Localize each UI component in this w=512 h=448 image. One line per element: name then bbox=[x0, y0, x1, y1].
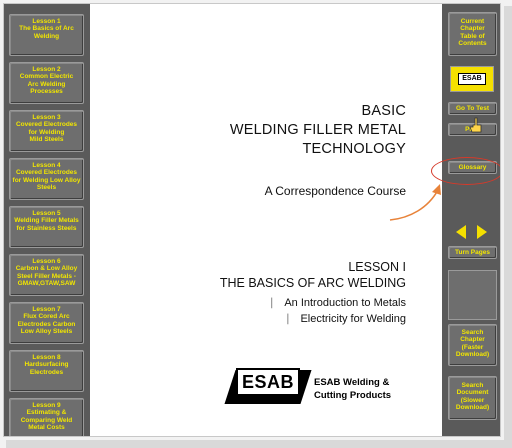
topic-item: ▏ An Introduction to Metals bbox=[204, 295, 406, 311]
blank-button[interactable] bbox=[448, 270, 497, 320]
lesson-2-line: Common Electric bbox=[19, 73, 74, 81]
lesson-heading-line: THE BASICS OF ARC WELDING bbox=[219, 276, 406, 290]
esab-logo-small-text: ESAB bbox=[458, 73, 486, 85]
search-chapter-line: Download) bbox=[455, 351, 490, 359]
lesson-6-line: Steel Filler Metals - bbox=[17, 272, 76, 280]
search-chapter-line: Chapter bbox=[460, 336, 485, 344]
page-arrows bbox=[448, 220, 497, 244]
toc-line: Table of bbox=[460, 32, 485, 40]
course-subtitle: A Correspondence Course bbox=[264, 184, 406, 198]
esab-logo-text: ESAB bbox=[236, 368, 300, 396]
esab-logo-button[interactable]: ESAB bbox=[450, 66, 494, 92]
go-to-test-button[interactable]: Go To Test bbox=[448, 102, 497, 115]
toc-line: Current bbox=[460, 18, 485, 25]
annotation-arrow-icon bbox=[389, 184, 441, 221]
lesson-5-button[interactable]: Lesson 5 Welding Filler Metals for Stain… bbox=[9, 206, 84, 248]
search-document-line: Document bbox=[456, 389, 489, 397]
lesson-7-line: Electrodes Carbon bbox=[17, 320, 76, 328]
topic-text: Electricity for Welding bbox=[300, 313, 406, 325]
lesson-7-line: Flux Cored Arc bbox=[23, 313, 70, 321]
company-name: ESAB Welding & Cutting Products bbox=[314, 376, 414, 402]
lesson-4-button[interactable]: Lesson 4 Covered Electrodes for Welding … bbox=[9, 158, 84, 200]
lesson-4-line: Lesson 4 bbox=[32, 162, 61, 169]
lesson-9-line: Comparing Weld bbox=[20, 416, 73, 424]
lesson-6-line: Carbon & Low Alloy bbox=[15, 265, 78, 273]
bullet-icon: ▏ bbox=[271, 298, 279, 308]
lesson-1-line: The Basics of Arc bbox=[19, 25, 74, 33]
course-title-line: WELDING FILLER METAL bbox=[229, 122, 406, 138]
lesson-2-line: Lesson 2 bbox=[32, 66, 61, 73]
topic-item: ▏ Electricity for Welding bbox=[204, 311, 406, 327]
app-window: Lesson 1 The Basics of Arc Welding Lesso… bbox=[3, 3, 501, 437]
bullet-icon: ▏ bbox=[287, 314, 295, 324]
course-title-line: TECHNOLOGY bbox=[302, 141, 406, 157]
lesson-1-button[interactable]: Lesson 1 The Basics of Arc Welding bbox=[9, 14, 84, 56]
course-title-line: BASIC bbox=[361, 103, 406, 119]
search-chapter-line: Search bbox=[461, 329, 484, 336]
search-document-line: Download) bbox=[455, 404, 490, 412]
lesson-9-line: Metal Costs bbox=[28, 424, 65, 432]
lesson-4-line: Steels bbox=[36, 184, 57, 192]
lesson-5-line: Lesson 5 bbox=[32, 210, 61, 217]
lesson-3-button[interactable]: Lesson 3 Covered Electrodes for Welding … bbox=[9, 110, 84, 152]
toc-line: Contents bbox=[458, 40, 487, 48]
table-of-contents-button[interactable]: Current Chapter Table of Contents bbox=[448, 12, 497, 56]
lesson-2-button[interactable]: Lesson 2 Common Electric Arc Welding Pro… bbox=[9, 62, 84, 104]
lesson-3-line: Lesson 3 bbox=[32, 114, 61, 121]
lesson-2-line: Processes bbox=[30, 88, 63, 96]
lesson-9-line: Lesson 9 bbox=[32, 402, 61, 409]
toc-line: Chapter bbox=[460, 25, 485, 33]
lesson-9-line: Estimating & bbox=[26, 409, 67, 417]
next-page-icon[interactable] bbox=[477, 225, 487, 239]
lesson-5-line: for Stainless Steels bbox=[16, 224, 77, 232]
lesson-6-line: Lesson 6 bbox=[32, 258, 61, 265]
turn-pages-label: Turn Pages bbox=[448, 246, 497, 259]
glossary-highlight-ring bbox=[431, 157, 500, 185]
lesson-3-line: Mild Steels bbox=[29, 136, 64, 144]
frame-shadow-right bbox=[504, 6, 512, 448]
search-chapter-line: (Faster bbox=[461, 343, 484, 351]
lesson-3-line: Covered Electrodes bbox=[15, 121, 78, 129]
lesson-8-line: Hardsurfacing bbox=[24, 361, 69, 369]
lesson-5-line: Welding Filler Metals bbox=[14, 217, 79, 225]
topic-text: An Introduction to Metals bbox=[284, 297, 406, 309]
lesson-8-line: Electrodes bbox=[29, 368, 64, 376]
lesson-8-line: Lesson 8 bbox=[32, 354, 61, 361]
course-title: BASIC WELDING FILLER METAL TECHNOLOGY bbox=[164, 102, 406, 159]
lesson-1-line: Lesson 1 bbox=[32, 18, 61, 25]
lesson-6-button[interactable]: Lesson 6 Carbon & Low Alloy Steel Filler… bbox=[9, 254, 84, 296]
previous-page-icon[interactable] bbox=[456, 225, 466, 239]
lesson-7-line: Lesson 7 bbox=[32, 306, 61, 313]
lesson-heading-line: LESSON I bbox=[348, 260, 406, 274]
search-document-line: (Slower bbox=[460, 396, 485, 404]
lesson-heading: LESSON I THE BASICS OF ARC WELDING bbox=[164, 259, 406, 291]
lesson-3-line: for Welding bbox=[28, 128, 65, 136]
lesson-4-line: Covered Electrodes bbox=[15, 169, 78, 177]
lesson-8-button[interactable]: Lesson 8 Hardsurfacing Electrodes bbox=[9, 350, 84, 392]
frame-shadow-bottom bbox=[6, 440, 512, 448]
lesson-topics: ▏ An Introduction to Metals ▏ Electricity … bbox=[204, 295, 406, 327]
company-name-line: Cutting Products bbox=[314, 390, 392, 401]
lesson-sidebar: Lesson 1 The Basics of Arc Welding Lesso… bbox=[4, 4, 90, 436]
lesson-4-line: for Welding Low Alloy bbox=[12, 176, 81, 184]
company-name-line: ESAB Welding & bbox=[314, 377, 390, 388]
search-document-line: Search bbox=[461, 382, 484, 389]
lesson-7-line: Low Alloy Steels bbox=[20, 328, 73, 336]
lesson-7-button[interactable]: Lesson 7 Flux Cored Arc Electrodes Carbo… bbox=[9, 302, 84, 344]
search-document-button[interactable]: Search Document (Slower Download) bbox=[448, 376, 497, 420]
lesson-1-line: Welding bbox=[33, 32, 60, 40]
hand-cursor-icon bbox=[469, 117, 482, 133]
esab-logo: ESAB bbox=[224, 364, 312, 410]
lesson-6-line: GMAW,GTAW,SAW bbox=[17, 280, 76, 288]
lesson-9-button[interactable]: Lesson 9 Estimating & Comparing Weld Met… bbox=[9, 398, 84, 436]
lesson-2-line: Arc Welding bbox=[27, 80, 66, 88]
search-chapter-button[interactable]: Search Chapter (Faster Download) bbox=[448, 324, 497, 366]
